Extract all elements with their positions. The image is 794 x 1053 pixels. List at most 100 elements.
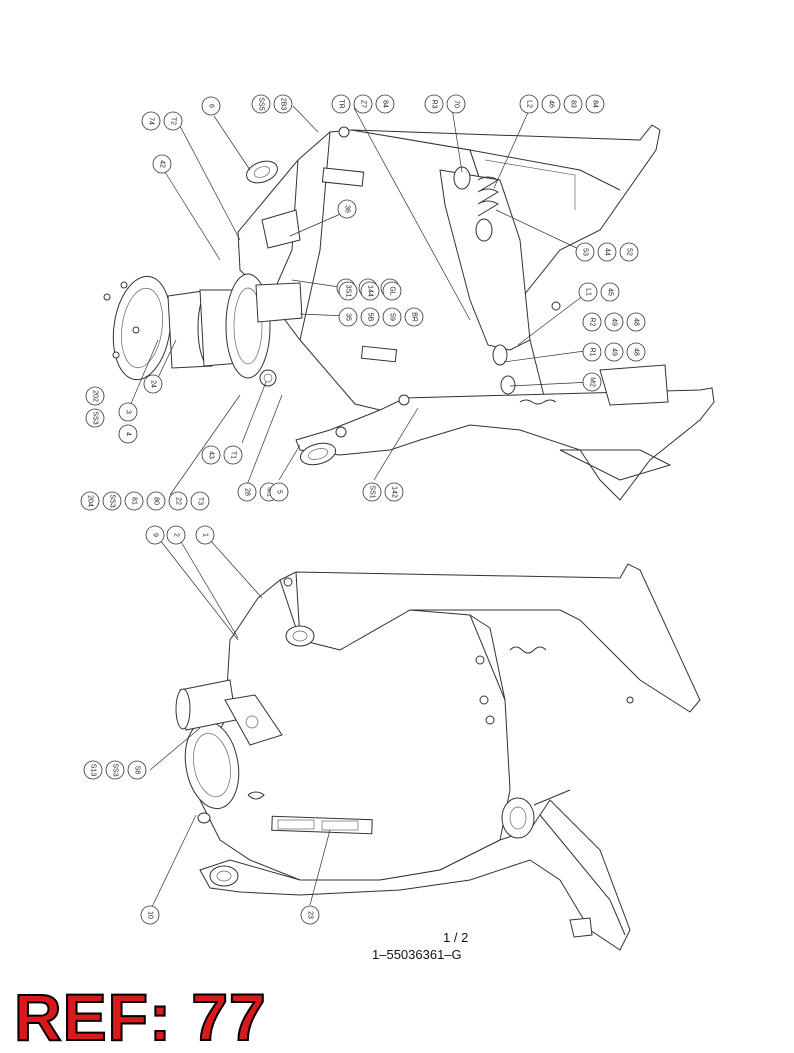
- balloon-label: Z7: [360, 100, 367, 108]
- balloon-circle: [563, 94, 583, 114]
- balloon-label: 46: [548, 100, 555, 108]
- balloon-label: 22: [175, 497, 182, 505]
- balloon-group: 2: [166, 525, 186, 545]
- balloon-label: 80: [153, 497, 160, 505]
- balloon-circle: [360, 307, 380, 327]
- balloon-circle: [105, 760, 125, 780]
- reference-stamp: REF: 77: [13, 980, 267, 1053]
- balloon-callouts: 74T26SS52B3TRZ784R370L246838442363714153…: [80, 94, 646, 925]
- balloon-circle: [143, 374, 163, 394]
- balloon-label: 1: [202, 533, 209, 537]
- balloon-label: 36: [344, 205, 351, 213]
- balloon-label: 2: [173, 533, 180, 537]
- lower-assembly-view: [175, 563, 701, 951]
- balloon-circle: [600, 282, 620, 302]
- balloon-circle: [582, 312, 602, 332]
- balloon-label: SS3: [109, 494, 116, 507]
- balloon-circle: [140, 905, 160, 925]
- balloon-label: TR: [338, 99, 345, 108]
- balloon-circle: [201, 445, 221, 465]
- balloon-label: 42: [159, 160, 166, 168]
- balloon-circle: [269, 482, 289, 502]
- balloon-circle: [404, 307, 424, 327]
- balloon-label: 24: [150, 380, 157, 388]
- balloon-group: 1: [195, 525, 215, 545]
- balloon-circle: [604, 312, 624, 332]
- balloon-group: 5: [269, 482, 289, 502]
- balloon-group: 6: [201, 96, 221, 116]
- balloon-label: R3: [431, 100, 438, 109]
- balloon-label: S6: [134, 766, 141, 775]
- balloon-label: 144: [367, 285, 374, 297]
- balloon-circle: [102, 491, 122, 511]
- balloon-circle: [118, 402, 138, 422]
- balloon-label: M1: [266, 487, 273, 497]
- balloon-circle: [519, 94, 539, 114]
- balloon-label: 48: [633, 318, 640, 326]
- balloon-circle: [597, 242, 617, 262]
- balloon-group: SS1 142: [362, 482, 404, 502]
- balloon-group: 23: [300, 905, 320, 925]
- balloon-group: 42: [152, 154, 172, 174]
- balloon-circle: [424, 94, 444, 114]
- balloon-label: 2B3: [280, 98, 287, 111]
- balloon-label: 35: [345, 313, 352, 321]
- balloon-circle: [575, 242, 595, 262]
- balloon-label: GL: [389, 286, 396, 295]
- balloon-group: 9: [145, 525, 165, 545]
- balloon-group: 10: [140, 905, 160, 925]
- balloon-circle: [146, 491, 166, 511]
- balloon-label: 23: [307, 911, 314, 919]
- balloon-circle: [353, 94, 373, 114]
- balloon-circle: [118, 424, 138, 444]
- balloon-label: 45: [607, 288, 614, 296]
- balloon-circle: [300, 905, 320, 925]
- balloon-label: 10: [147, 911, 154, 919]
- balloon-circle: [382, 307, 402, 327]
- balloon-circle: [582, 372, 602, 392]
- balloon-circle: [273, 94, 293, 114]
- balloon-circle: [382, 281, 402, 301]
- balloon-circle: [152, 154, 172, 174]
- balloon-label: 6: [208, 104, 215, 108]
- balloon-label: 142: [391, 486, 398, 498]
- balloon-group: 36: [337, 199, 357, 219]
- balloon-label: 3: [125, 410, 132, 414]
- balloon-circle: [582, 342, 602, 362]
- balloon-circle: [195, 525, 215, 545]
- balloon-circle: [541, 94, 561, 114]
- balloon-label: 49: [611, 318, 618, 326]
- balloon-label: R1: [589, 348, 596, 357]
- balloon-group: 34: [118, 402, 138, 444]
- balloon-label: 81: [131, 497, 138, 505]
- balloon-label: 53: [582, 248, 589, 256]
- balloon-circle: [384, 482, 404, 502]
- balloon-circle: [446, 94, 466, 114]
- upper-assembly-view: [103, 124, 715, 501]
- balloon-circle: [362, 482, 382, 502]
- balloon-group: M2: [582, 372, 602, 392]
- balloon-circle: [237, 482, 257, 502]
- balloon-circle: [124, 491, 144, 511]
- balloon-label: M2: [589, 377, 596, 387]
- balloon-circle: [85, 386, 105, 406]
- balloon-label: 202: [92, 390, 99, 402]
- balloon-label: 3S1: [345, 285, 352, 298]
- sheet-number: 1 / 2: [443, 930, 469, 945]
- balloon-circle: [360, 281, 380, 301]
- balloon-circle: [331, 94, 351, 114]
- balloon-label: 4: [125, 432, 132, 436]
- balloon-label: SS1: [369, 485, 376, 498]
- balloon-circle: [83, 760, 103, 780]
- balloon-circle: [168, 491, 188, 511]
